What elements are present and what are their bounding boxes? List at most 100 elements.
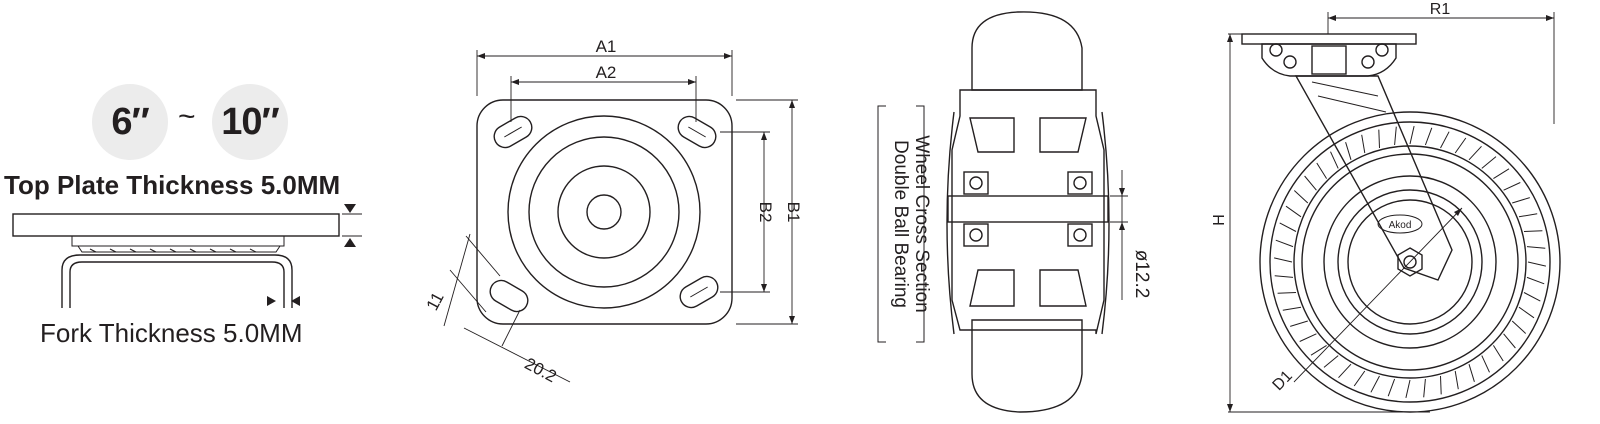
size-max-label: 10″ (221, 100, 279, 143)
tread-block (1323, 355, 1339, 368)
tread-block (1468, 364, 1475, 382)
fork-arrow-right (267, 296, 276, 306)
tread-block (1285, 205, 1302, 218)
size-min-badge: 6″ (92, 84, 168, 160)
fork-thickness-label: Fork Thickness 5.0MM (40, 318, 303, 348)
tread-block (1274, 275, 1294, 278)
tread-block (1503, 333, 1516, 349)
top-plate-plan-view: A1 A2 B1 B2 11 20.2 (423, 37, 803, 386)
tread-block (1481, 156, 1497, 169)
dim-a2-label: A2 (596, 63, 617, 82)
plate-ring-outer (507, 115, 701, 309)
plate-ring-inner (557, 165, 651, 259)
brand-badge (1377, 214, 1423, 234)
fork-section (61, 254, 293, 308)
tread-block (1503, 182, 1521, 191)
tread-block (1518, 306, 1535, 319)
top-plate-section (12, 213, 340, 237)
tread-block (1370, 375, 1380, 393)
tread-block (1512, 197, 1530, 204)
dim-line-slot-width (443, 233, 471, 327)
tread-block (1304, 175, 1317, 191)
plate-outline (476, 99, 733, 325)
tread-block (1277, 292, 1297, 294)
tread-block (1527, 261, 1547, 267)
size-range-separator: ~ (178, 100, 196, 133)
wheel-section-caption-line1: Double Ball Bearing (890, 140, 911, 308)
tread-block (1361, 134, 1366, 154)
top-plate-thickness-label: Top Plate Thickness 5.0MM (4, 170, 341, 200)
tread-block (1290, 320, 1308, 327)
tread-block (1330, 151, 1339, 169)
tread-block (1299, 333, 1317, 342)
thickness-arrow-down (344, 204, 356, 213)
dim-b2-label: B2 (756, 202, 775, 223)
tread-block (1273, 257, 1293, 263)
dim-h-label: H (1211, 214, 1228, 226)
tread-block (1293, 190, 1309, 204)
thickness-detail-drawing (12, 204, 362, 308)
tread-block (1282, 306, 1302, 311)
tread-block (1275, 239, 1294, 248)
tread-block (1523, 230, 1543, 232)
tread-block (1526, 246, 1546, 249)
tread-block (1493, 168, 1510, 180)
wheel-cross-section: Double Ball Bearing Wheel Cross Section (877, 11, 1152, 413)
tread-block (1405, 379, 1411, 399)
caster-side-view: R1 H Akod (1211, 1, 1561, 413)
tread-block (1454, 137, 1467, 154)
bearing-lower-left (963, 223, 989, 247)
tread-block (1423, 378, 1426, 398)
tread-block (1511, 320, 1527, 334)
dim-b1-label: B1 (784, 202, 803, 223)
bearing-lower-right (1067, 223, 1093, 247)
side-wheel (1259, 111, 1561, 413)
tread-block (1353, 370, 1366, 387)
dim-axle-label: ø12.2 (1131, 250, 1152, 299)
kingpin-hole (586, 194, 622, 230)
dim-d1-label: D1 (1270, 368, 1297, 395)
tread-block (1310, 344, 1327, 356)
tread-block (1518, 213, 1538, 218)
tread-block (1454, 370, 1459, 390)
raceway-section (71, 236, 285, 253)
wheel-hub (951, 89, 1105, 335)
tread-block (1279, 222, 1297, 232)
dim-slot-width-label: 11 (423, 289, 448, 314)
side-top-plate (1241, 33, 1417, 45)
thickness-arrow-up (344, 238, 356, 247)
tread-block (1394, 126, 1397, 146)
axle-nut (1397, 247, 1423, 277)
tread-block (1492, 345, 1504, 362)
tyre-bottom (971, 319, 1083, 413)
tread-block (1481, 355, 1490, 373)
size-min-label: 6″ (111, 100, 149, 143)
mounting-slot-bottom-left (489, 279, 529, 313)
tread-block (1378, 129, 1380, 149)
dim-line-d1 (1293, 207, 1463, 383)
bearing-upper-right (1067, 171, 1093, 195)
dim-line-slot-length (463, 327, 571, 383)
mounting-slot-top-right (677, 115, 717, 149)
mounting-slot-bottom-right (679, 275, 719, 309)
fork-arrow-left (291, 296, 300, 306)
dim-slot-length-label: 20.2 (522, 354, 560, 386)
tread-block (1468, 145, 1482, 161)
bearing-upper-left (963, 171, 989, 195)
side-fork-arm (1294, 75, 1453, 281)
wheel-section-caption-line2: Wheel Cross Section (911, 135, 932, 312)
axle-bore (947, 195, 1109, 223)
size-max-badge: 10″ (212, 84, 288, 160)
tread-block (1440, 131, 1450, 149)
tread-block (1523, 292, 1541, 302)
dim-a1-label: A1 (596, 37, 617, 56)
tyre-top (971, 11, 1083, 91)
tread-block (1424, 127, 1433, 146)
tread-block (1440, 375, 1442, 395)
tread-block (1338, 363, 1352, 379)
tread-block (1345, 142, 1352, 160)
plate-ring-middle (528, 136, 680, 288)
brand-label: Akod (1389, 220, 1412, 231)
tread-block (1387, 378, 1396, 397)
dim-r1-label: R1 (1430, 1, 1451, 18)
